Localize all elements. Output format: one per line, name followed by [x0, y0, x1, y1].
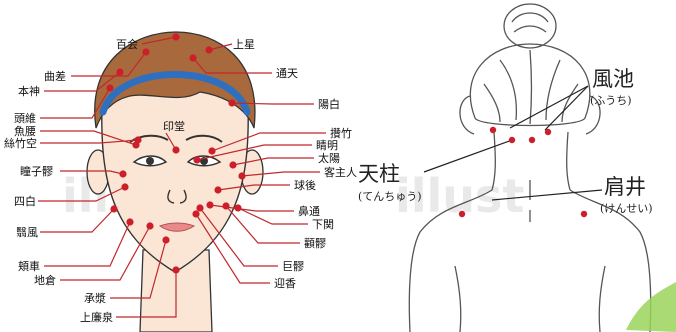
- label-geikou: 迎香: [274, 277, 296, 290]
- point-chisou: [146, 222, 153, 229]
- point-geikou: [192, 210, 199, 217]
- left-pupil: [146, 157, 154, 165]
- bun-swirl: [512, 13, 548, 32]
- label-tenchuu-reading: (てんちゅう): [358, 190, 422, 203]
- label-kyokusa: 曲差: [44, 69, 66, 83]
- point-hyakue: [172, 33, 179, 40]
- label-hyakue: 百会: [116, 38, 138, 51]
- point-fuuchi-left: [490, 127, 496, 133]
- point-koryou: [196, 204, 203, 211]
- point-honjin: [116, 68, 123, 75]
- point-zui: [106, 84, 113, 91]
- label-kyakushujin: 客主人: [324, 165, 357, 179]
- point-kensei-right: [581, 211, 587, 217]
- label-kyousha: 頬車: [18, 259, 40, 273]
- label-taiyou: 太陽: [318, 152, 340, 165]
- label-shoukyou: 承漿: [84, 291, 106, 305]
- point-fuuchi-right: [545, 129, 551, 135]
- point-sanchiku: [208, 147, 215, 154]
- label-honjin: 本神: [18, 84, 40, 98]
- label-eifuu: 翳風: [16, 226, 38, 239]
- hair-strands: [484, 50, 578, 124]
- point-kyokusa: [142, 48, 149, 55]
- point-shihaku: [121, 183, 128, 190]
- point-kyakushujin: [238, 172, 245, 179]
- label-sanchiku: 攢竹: [330, 126, 352, 140]
- label-koryou: 巨髎: [282, 260, 304, 273]
- label-inndou: 印堂: [163, 120, 185, 133]
- point-dooshiryou: [119, 170, 126, 177]
- point-seimei: [193, 156, 200, 163]
- point-kensei-left: [459, 211, 465, 217]
- point-taiyou: [229, 161, 236, 168]
- label-kenryou: 顴髎: [304, 237, 326, 250]
- point-tenchuu-left: [509, 137, 515, 143]
- label-kensei: 肩井: [604, 175, 646, 199]
- point-bitsuu: [206, 201, 213, 208]
- label-kensei-reading: (けんせい): [600, 202, 653, 215]
- back-left-ear: [460, 96, 474, 134]
- point-gekan: [234, 204, 241, 211]
- label-bitsuu: 鼻通: [298, 204, 320, 218]
- back-of-head-illustration: [409, 4, 650, 332]
- point-tenchuu-right: [529, 137, 535, 143]
- face-shape: [102, 86, 248, 272]
- label-shichikukuu: 絲竹空: [4, 136, 37, 150]
- point-jourensen: [172, 266, 179, 273]
- label-zui: 頭維: [14, 112, 36, 125]
- label-dooshiryou: 瞳子髎: [20, 164, 53, 178]
- label-josei: 上星: [233, 38, 255, 51]
- point-kyuugo: [214, 186, 221, 193]
- point-eifuu: [110, 205, 117, 212]
- point-josei: [205, 46, 212, 53]
- label-fuuchi-reading: (ふうち): [590, 94, 632, 107]
- label-tsuuten: 通天: [276, 67, 298, 80]
- point-kenryou: [222, 202, 229, 209]
- point-youhaku: [228, 99, 235, 106]
- label-fuuchi: 風池: [592, 67, 634, 91]
- label-jourensen: 上廉泉: [80, 310, 113, 324]
- label-youhaku: 陽白: [318, 97, 340, 111]
- label-kyuugo: 球後: [294, 178, 316, 192]
- point-inndou: [172, 146, 179, 153]
- point-shoukyou: [162, 236, 169, 243]
- point-kyousha: [126, 218, 133, 225]
- point-tsuuten: [189, 54, 196, 61]
- back-crease: [455, 266, 605, 332]
- point-shichikukuu: [134, 136, 141, 143]
- label-tenchuu: 天柱: [358, 162, 400, 186]
- label-gekan: 下関: [312, 218, 334, 231]
- label-chisou: 地倉: [34, 273, 56, 287]
- label-shihaku: 四白: [14, 194, 36, 208]
- label-seimei: 睛明: [316, 139, 338, 152]
